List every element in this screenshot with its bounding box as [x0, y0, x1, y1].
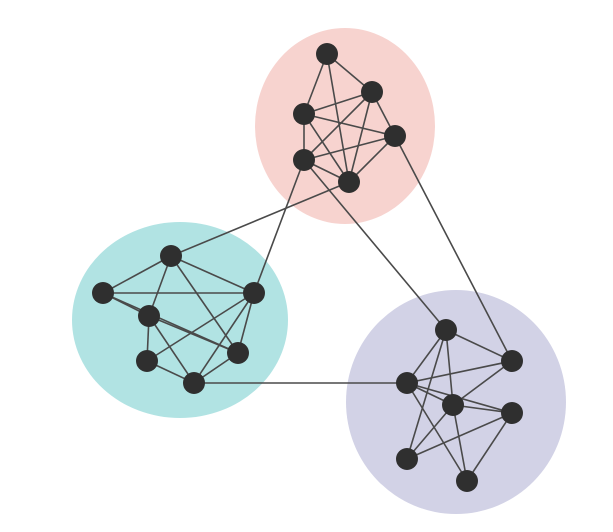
edge-u1-u4: [445, 329, 454, 406]
edge-p4-p6: [303, 135, 396, 161]
node-p3: [361, 81, 383, 103]
edge-p2-p5: [303, 113, 350, 183]
node-t3: [243, 282, 265, 304]
edge-t1-t3: [170, 255, 255, 294]
community-regions: [72, 28, 566, 514]
edge-t3-p6: [253, 159, 305, 294]
node-t6: [136, 350, 158, 372]
edge-t4-t5: [148, 315, 239, 354]
node-t4: [138, 305, 160, 327]
edge-p3-p6: [303, 91, 373, 161]
edge-u3-u7: [406, 382, 468, 482]
node-t7: [183, 372, 205, 394]
edge-t3-t7: [193, 292, 255, 384]
edge-p6-u1: [303, 159, 447, 331]
edge-u5-u7: [466, 412, 513, 482]
edge-p4-u2: [394, 135, 513, 362]
edge-u1-u6: [406, 329, 447, 460]
edge-t4-t7: [148, 315, 195, 384]
node-t5: [227, 342, 249, 364]
node-t1: [160, 245, 182, 267]
edge-p3-p5: [348, 91, 373, 183]
edge-p2-p3: [303, 91, 373, 115]
edge-u1-u2: [445, 329, 513, 362]
node-t2: [92, 282, 114, 304]
node-u3: [396, 372, 418, 394]
node-p5: [338, 171, 360, 193]
node-p2: [293, 103, 315, 125]
node-p4: [384, 125, 406, 147]
community-pink: [255, 28, 435, 224]
community-teal: [72, 222, 288, 418]
edge-p2-p4: [303, 113, 396, 137]
node-u2: [501, 350, 523, 372]
edge-p1-p5: [326, 53, 350, 183]
node-u1: [435, 319, 457, 341]
node-p6: [293, 149, 315, 171]
nodes-layer: [92, 43, 523, 492]
edge-t3-t6: [146, 292, 255, 362]
edge-t1-p5: [170, 181, 350, 257]
edge-u5-u6: [406, 412, 513, 460]
edge-t1-t5: [170, 255, 239, 354]
edge-t1-t2: [102, 255, 172, 294]
edge-u2-u4: [452, 360, 513, 406]
edge-u4-u6: [406, 404, 454, 460]
node-u5: [501, 402, 523, 424]
edge-u2-u3: [406, 360, 513, 384]
node-u7: [456, 470, 478, 492]
edge-u4-u7: [452, 404, 468, 482]
node-u6: [396, 448, 418, 470]
node-p1: [316, 43, 338, 65]
node-u4: [442, 394, 464, 416]
